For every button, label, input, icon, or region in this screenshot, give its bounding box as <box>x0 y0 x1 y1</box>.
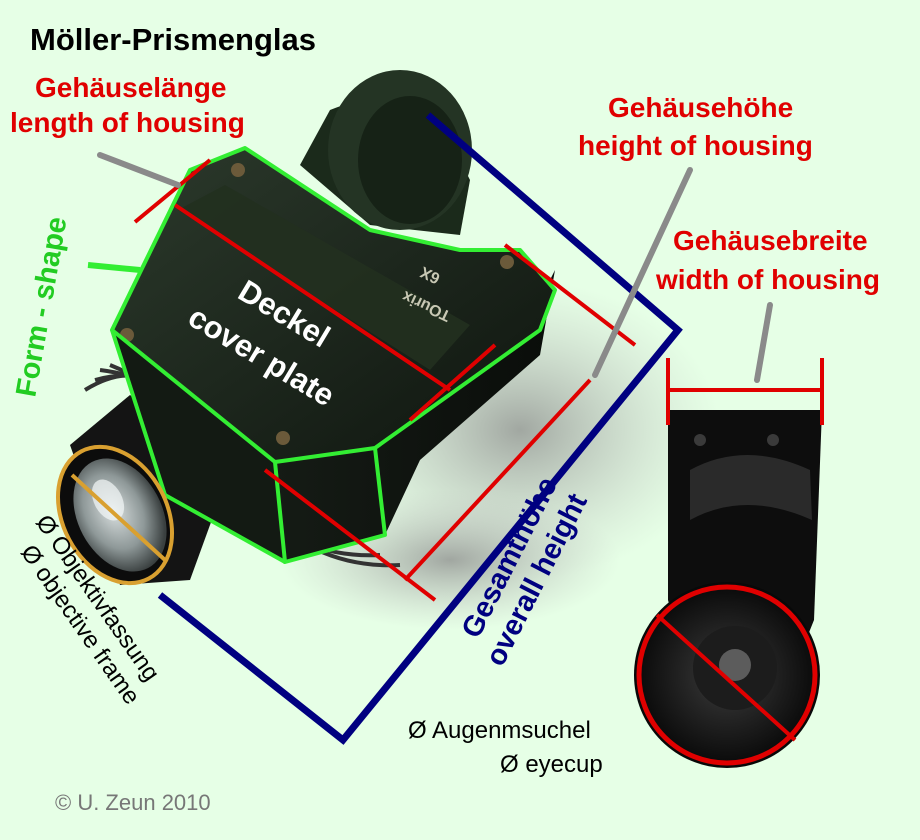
label-eyecup-en: Ø eyecup <box>500 751 603 778</box>
screw-bottom-right <box>276 431 290 445</box>
copyright: © U. Zeun 2010 <box>55 790 211 815</box>
screw-top-right <box>500 255 514 269</box>
overall-height-bracket <box>157 112 683 745</box>
binocular-illustration: 6X TOurix <box>57 70 720 630</box>
eyepiece-tube <box>300 70 472 235</box>
shape-outline <box>87 146 557 564</box>
cover-plate-panel <box>178 185 470 370</box>
label-height-de: Gehäusehöhe <box>608 92 793 123</box>
label-eyecup-de: Ø Augenmsuchel <box>408 717 591 744</box>
label-height-en: height of housing <box>578 130 813 161</box>
housing-front <box>112 330 285 562</box>
eyepiece-screw-left <box>694 434 706 446</box>
label-width-de: Gehäusebreite <box>673 225 868 256</box>
label-shape: Form - shape <box>10 214 73 399</box>
body-print-magnification: 6X <box>418 263 443 287</box>
label-length-en: length of housing <box>10 107 245 138</box>
page-title: Möller-Prismenglas <box>30 22 316 57</box>
eyepiece-housing-bevel <box>690 455 812 520</box>
eyepiece-screw-right <box>767 434 779 446</box>
screw-top-left <box>231 163 245 177</box>
eyecup-lens <box>719 649 751 681</box>
measure-lines <box>133 158 824 766</box>
label-width-en: width of housing <box>655 264 880 295</box>
label-length-de: Gehäuselänge <box>35 72 226 103</box>
leader-lines <box>97 152 773 383</box>
objective-ring <box>55 444 175 586</box>
